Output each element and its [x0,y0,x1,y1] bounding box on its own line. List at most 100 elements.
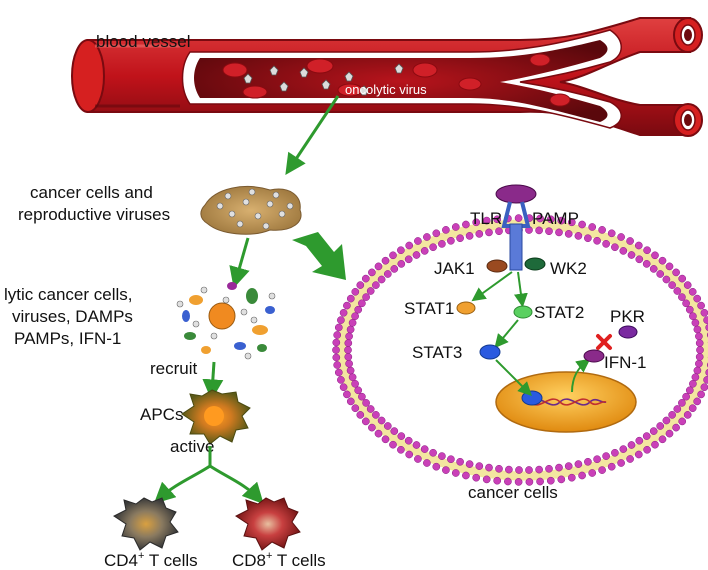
membrane-inner-head [485,228,493,237]
membrane-outer-head [536,214,544,223]
membrane-inner-head [362,293,370,301]
membrane-inner-head [354,386,363,395]
dna-helix [529,398,607,406]
membrane-outer-head [678,417,687,426]
membrane-inner-head [693,366,702,375]
membrane-outer-head [432,229,441,238]
membrane-inner-head [593,455,601,464]
membrane-inner-head [420,445,429,453]
membrane-inner-head [345,359,353,368]
arrow-to-stat3 [494,319,519,349]
membrane-outer-head [607,462,616,471]
membrane-inner-head [535,226,543,235]
membrane-inner-head [611,448,619,457]
membrane-outer-head [617,233,625,241]
membrane-outer-head [343,301,351,310]
membrane-inner-head [346,325,355,334]
big-arrow-to-cell [292,232,346,280]
membrane-outer-head [688,287,697,296]
membrane-outer-head [337,376,345,384]
membrane-outer-head [334,368,343,377]
membrane-inner-head [685,386,694,395]
arrow-vessel-to-tumor [285,95,340,175]
membrane-inner-head [390,265,399,273]
membrane-inner-head [344,353,353,361]
membrane-inner-head [627,251,636,259]
cd4-label: CD4+ T cells [104,550,198,570]
arrow-nucleus-to-ifn [571,358,591,393]
active-label: active [170,437,214,456]
membrane-outer-head [658,435,667,444]
membrane-outer-head [693,397,702,406]
membrane-inner-head [691,318,700,327]
membrane-inner-head [377,275,386,284]
membrane-outer-head [374,262,383,271]
membrane-inner-head [642,260,651,268]
oncolytic-virus-label: oncolytic virus [345,82,427,97]
pkr-protein [618,325,638,339]
membrane-inner-head [383,270,392,278]
membrane-inner-head [447,236,455,245]
cancer-cells-label-line1: cancer cells and [30,183,153,202]
arrow-recruit [202,361,224,401]
membrane-inner-head [668,281,676,289]
apc-cell [181,389,251,445]
membrane-inner-head [465,460,474,468]
arrow-to-cd4 [153,464,211,504]
membrane-inner-head [390,427,399,435]
membrane-outer-head [665,429,674,438]
membrane-outer-head [700,383,708,392]
membrane-outer-head [472,473,481,482]
membrane-outer-head [588,469,597,477]
jak1-protein [486,259,508,273]
membrane-inner-head [366,287,375,295]
membrane-outer-head [700,308,708,317]
membrane-inner-head [685,305,694,314]
membrane-outer-head [381,435,390,444]
membrane-outer-head [423,459,431,467]
membrane-outer-head [643,246,651,255]
membrane-inner-head [545,227,553,236]
stat3-protein [479,344,501,360]
membrane-outer-head [451,469,460,477]
ifn1-label: IFN-1 [604,353,647,372]
membrane-outer-head [567,218,576,227]
red-blood-cells [222,53,571,107]
lytic-label-line2: viruses, DAMPs [12,307,133,326]
membrane-inner-head [695,353,704,361]
membrane-inner-head [564,462,573,470]
membrane-inner-head [662,416,671,425]
recruit-label: recruit [150,359,198,378]
membrane-outer-head [423,233,431,241]
membrane-inner-head [555,228,563,237]
membrane-outer-head [462,471,470,480]
inhibition-x-icon [596,334,612,350]
membrane-inner-head [673,405,682,413]
membrane-outer-head [514,478,523,486]
membrane-outer-head [626,237,634,245]
membrane-inner-head [348,373,357,382]
membrane-inner-head [366,405,375,413]
membrane-outer-head [557,216,566,225]
blood-vessel: blood vessel oncolytic virus [71,17,703,137]
membrane-inner-head [465,232,474,240]
membrane-outer-head [672,423,680,432]
membrane-inner-head [475,462,484,470]
membrane-inner-head [673,287,682,295]
membrane-outer-head [389,251,397,260]
membrane-outer-head [514,214,523,222]
membrane-inner-head [372,411,380,419]
membrane-inner-head [383,422,392,430]
membrane-inner-head [602,452,610,460]
membrane-outer-head [665,262,674,271]
stat1-protein [456,301,476,315]
membrane-outer-head [705,323,708,332]
stat2-label: STAT2 [534,303,584,322]
membrane-inner-head [678,293,686,301]
arrow-to-cd8 [209,464,264,505]
membrane-outer-head [337,316,345,324]
arrow-tumor-to-lysis [229,237,250,289]
membrane-outer-head [598,226,606,234]
membrane-outer-head [683,281,692,289]
